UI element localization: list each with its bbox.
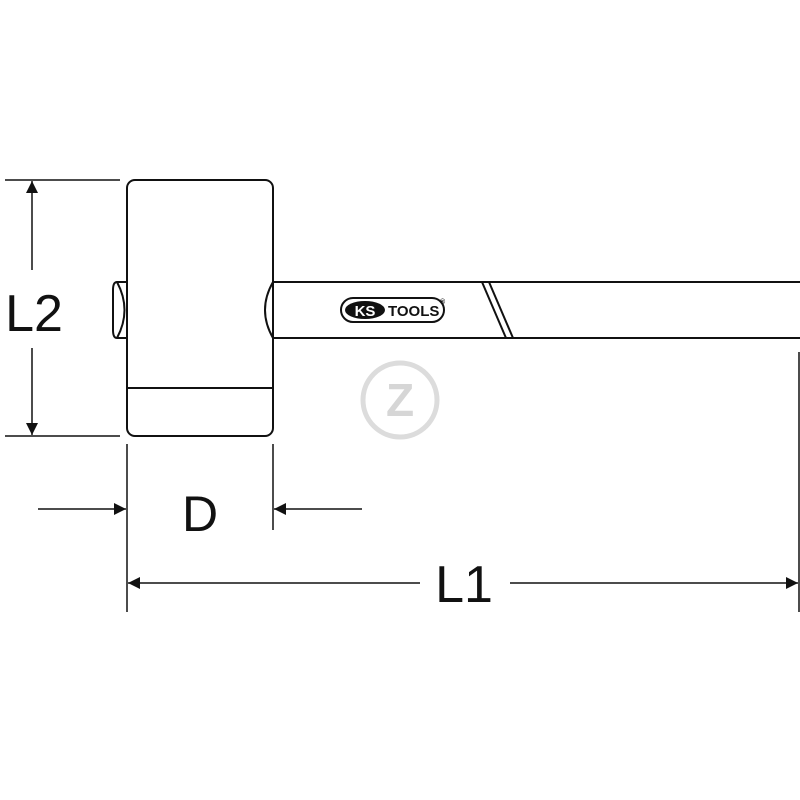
handle-grip-line-1 — [481, 281, 507, 339]
hammer-head — [112, 179, 274, 437]
head-right-curve — [264, 281, 274, 339]
logo-ks-text: KS — [355, 303, 376, 320]
head-left-cap — [112, 281, 127, 339]
watermark-letter: Z — [386, 374, 414, 426]
d-label: D — [182, 486, 218, 542]
hammer-handle — [273, 281, 800, 339]
logo-tools-text: TOOLS — [388, 303, 439, 320]
head-left-curve — [116, 281, 126, 339]
dimension-d — [38, 444, 362, 612]
l2-label: L2 — [5, 285, 63, 343]
ks-tools-logo: KS TOOLS ® — [340, 297, 446, 323]
l1-label: L1 — [435, 556, 493, 614]
watermark-logo: Z — [360, 360, 440, 440]
head-body — [126, 179, 274, 437]
logo-registered-mark: ® — [440, 298, 446, 306]
dimension-l1 — [128, 352, 800, 612]
handle-grip-line-2 — [488, 281, 514, 339]
dimension-l2 — [5, 179, 120, 437]
